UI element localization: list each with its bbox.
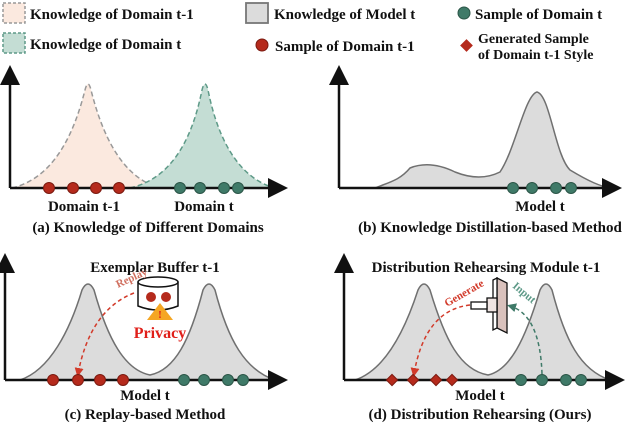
legend-domain-cur: Knowledge of Domain t (30, 37, 181, 53)
panel-c: Exemplar Buffer t-1 ! Privacy Replay Mod… (0, 253, 288, 423)
label-domain-prev: Domain t-1 (48, 199, 120, 215)
legend-model: Knowledge of Model t (274, 7, 415, 23)
label-domain-cur: Domain t (174, 199, 234, 215)
legend-swatch-domain-cur (2, 32, 26, 54)
svg-text:!: ! (158, 309, 162, 321)
caption-b: (b) Knowledge Distillation-based Method (358, 220, 622, 236)
green-sample-icon (457, 6, 471, 20)
panel-a: Domain t-1 Domain t (a) Knowledge of Dif… (0, 65, 288, 236)
red-diamond-icon (460, 39, 473, 52)
input-label: Input (510, 280, 538, 306)
module-icon (470, 276, 508, 335)
privacy-label: Privacy (134, 325, 186, 342)
legend-swatch-domain-prev (2, 2, 26, 24)
panel-d: Distribution Rehearsing Module t-1 Gener… (334, 253, 625, 423)
red-sample-icon (255, 38, 269, 52)
label-model-c: Model t (120, 388, 170, 404)
module-title: Distribution Rehearsing Module t-1 (372, 260, 601, 276)
warning-icon (147, 303, 173, 320)
panel-b: Model t (b) Knowledge Distillation-based… (329, 65, 623, 236)
caption-d: (d) Distribution Rehearsing (Ours) (369, 407, 592, 423)
legend-swatch-model (245, 2, 269, 24)
legend-sample-cur: Sample of Domain t (475, 7, 602, 23)
legend: Knowledge of Domain t-1 Knowledge of Dom… (2, 2, 602, 63)
caption-a: (a) Knowledge of Different Domains (32, 220, 264, 236)
caption-c: (c) Replay-based Method (65, 407, 226, 423)
legend-domain-prev: Knowledge of Domain t-1 (30, 7, 194, 23)
legend-generated-2: of Domain t-1 Style (478, 48, 594, 63)
label-model-d: Model t (455, 388, 505, 404)
legend-sample-prev: Sample of Domain t-1 (275, 39, 415, 55)
label-model-b: Model t (515, 199, 565, 215)
buffer-title: Exemplar Buffer t-1 (90, 260, 219, 276)
legend-generated-1: Generated Sample (478, 32, 589, 47)
